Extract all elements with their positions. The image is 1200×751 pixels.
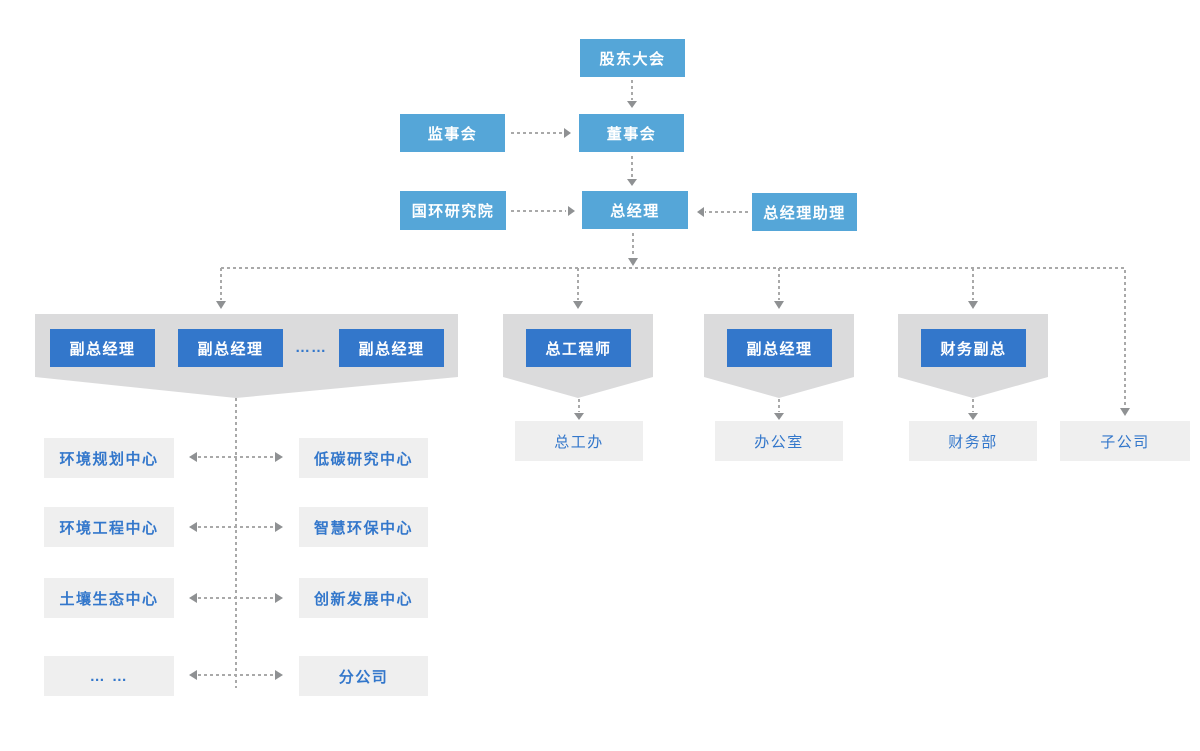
node-deputy-gm-admin: 副总经理 — [727, 329, 832, 367]
node-deputy-gm-2: 副总经理 — [178, 329, 283, 367]
node-deputy-gm-1: 副总经理 — [50, 329, 155, 367]
connector-deputy-admin-to-office — [774, 399, 784, 420]
node-shareholders-meeting: 股东大会 — [580, 39, 685, 77]
connector-row4-bidirectional — [189, 670, 283, 680]
node-board-of-directors: 董事会 — [579, 114, 684, 152]
node-smart-env-center: 智慧环保中心 — [299, 507, 428, 547]
node-env-engineering-center: 环境工程中心 — [44, 507, 174, 547]
connector-row1-bidirectional — [189, 452, 283, 462]
node-finance-deputy: 财务副总 — [921, 329, 1026, 367]
node-soil-ecology-center: 土壤生态中心 — [44, 578, 174, 618]
connector-spine-to-finance — [968, 268, 978, 309]
connector-spine-to-deputy-banner — [216, 268, 226, 309]
connector-supervisory-to-board — [511, 128, 571, 138]
connector-spine-to-chief-engineer — [573, 268, 583, 309]
connector-assistant-to-gm — [697, 207, 748, 217]
connector-finance-to-dept — [968, 399, 978, 420]
connector-board-to-gm — [627, 156, 637, 186]
deputy-gm-ellipsis: …… — [295, 338, 327, 356]
connector-chief-engineer-to-office — [574, 399, 584, 420]
node-gm-assistant: 总经理助理 — [752, 193, 857, 231]
node-deputy-gm-3: 副总经理 — [339, 329, 444, 367]
connector-spine-to-deputy-admin — [774, 268, 784, 309]
node-innovation-dev-center: 创新发展中心 — [299, 578, 428, 618]
node-general-manager: 总经理 — [582, 191, 688, 229]
node-admin-office: 办公室 — [715, 421, 843, 461]
node-finance-dept: 财务部 — [909, 421, 1037, 461]
node-left-ellipsis: … … — [44, 656, 174, 696]
node-research-institute: 国环研究院 — [400, 191, 506, 230]
node-env-planning-center: 环境规划中心 — [44, 438, 174, 478]
connector-institute-to-gm — [511, 206, 575, 216]
connector-shareholders-to-board — [627, 80, 637, 108]
node-branch-company: 分公司 — [299, 656, 428, 696]
node-supervisory-board: 监事会 — [400, 114, 505, 152]
connector-row2-bidirectional — [189, 522, 283, 532]
connector-gm-to-spine — [628, 233, 638, 266]
node-subsidiary: 子公司 — [1060, 421, 1190, 461]
node-chief-engineer: 总工程师 — [526, 329, 631, 367]
node-chief-engineer-office: 总工办 — [515, 421, 643, 461]
connector-row3-bidirectional — [189, 593, 283, 603]
node-low-carbon-research-center: 低碳研究中心 — [299, 438, 428, 478]
